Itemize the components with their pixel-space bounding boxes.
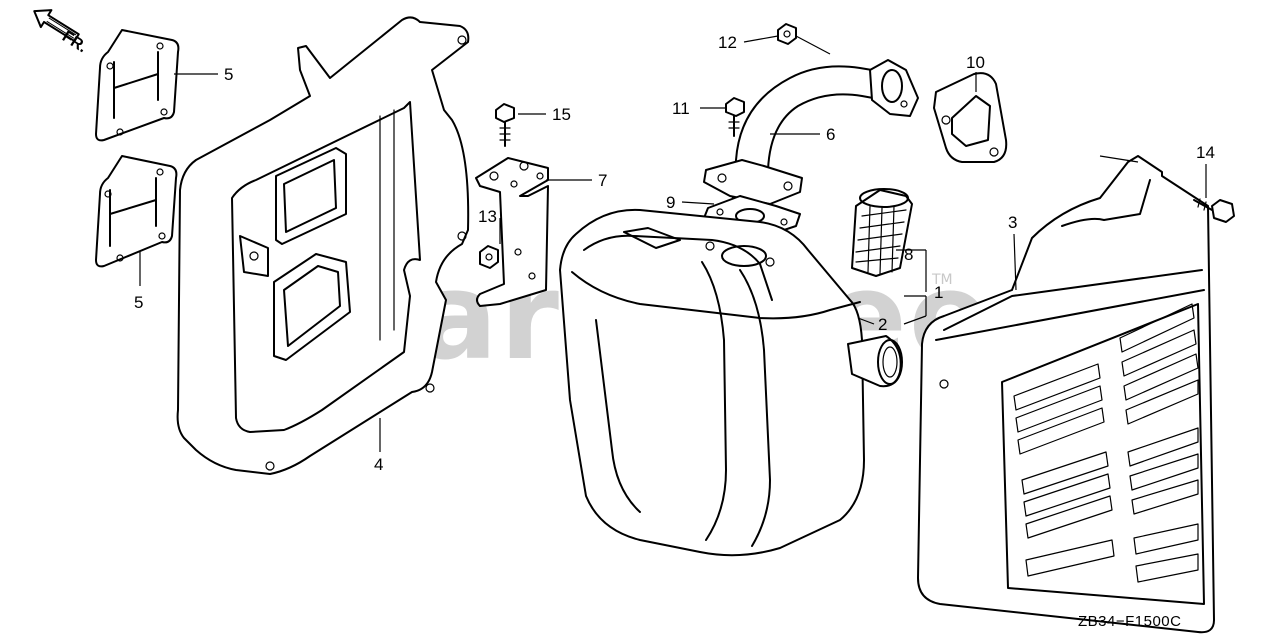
part-15-bolt [495, 103, 515, 147]
drawing-code: ZB34−F1500C [1078, 613, 1181, 630]
callout-3: 3 [1008, 213, 1017, 232]
part-12-nut [777, 23, 797, 45]
front-arrow-indicator [33, 9, 80, 43]
callout-2: 2 [878, 315, 887, 334]
callout-10: 10 [966, 53, 985, 72]
callout-1: 1 [934, 283, 943, 302]
part-8-spark-arrester [851, 188, 913, 277]
callout-8: 8 [904, 245, 913, 264]
callout-6: 6 [826, 125, 835, 144]
callout-leaders [139, 35, 1207, 452]
callout-9: 9 [666, 193, 675, 212]
callout-labels: 5 5 4 15 7 13 11 12 6 10 9 8 1 2 3 14 [134, 33, 1215, 474]
part-5-upper-gasket [95, 29, 180, 142]
callout-7: 7 [598, 171, 607, 190]
callout-4: 4 [374, 455, 383, 474]
callout-11: 11 [672, 99, 690, 118]
part-11-bolt [725, 97, 745, 137]
front-arrow-icon [33, 9, 80, 43]
part-6-exhaust-pipe [703, 59, 919, 209]
callout-12: 12 [718, 33, 737, 52]
part-7-bracket [475, 157, 549, 307]
part-14-bolt [1193, 198, 1235, 223]
watermark-tm: TM [931, 272, 953, 288]
callout-14: 14 [1196, 143, 1215, 162]
part-4-muffler-protector [176, 16, 470, 475]
part-10-gasket [933, 72, 1008, 163]
callout-15: 15 [552, 105, 571, 124]
part-2-muffler [559, 208, 903, 557]
callout-5-lower: 5 [134, 293, 143, 312]
callout-13: 13 [478, 207, 497, 226]
part-13-nut [479, 245, 499, 269]
callout-5-upper: 5 [224, 65, 233, 84]
louvers-right [1119, 303, 1199, 583]
part-5-lower-gasket [95, 155, 178, 268]
part-3-muffler-cover [917, 155, 1215, 634]
louvers-left [1013, 363, 1115, 577]
